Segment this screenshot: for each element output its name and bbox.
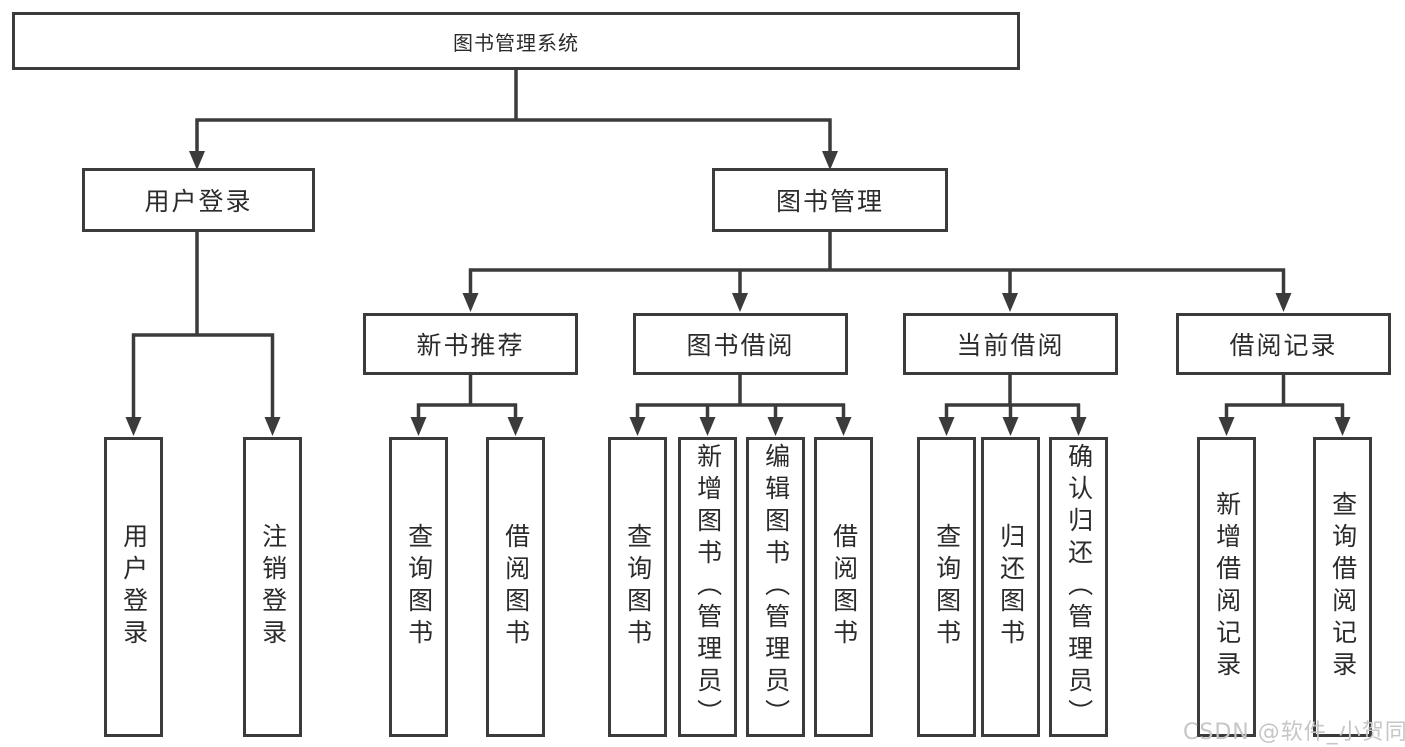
leaf-bb-add-books-admin: 新增图书（管理员） <box>678 437 737 737</box>
leaf-bb-query-books: 查询图书 <box>608 437 667 737</box>
leaf-label: 查询图书 <box>932 523 962 651</box>
leaf-logout: 注销登录 <box>243 437 302 737</box>
leaf-bb-edit-books-admin: 编辑图书（管理员） <box>746 437 805 737</box>
arrowheads <box>125 151 1351 436</box>
leaf-cb-query-books: 查询图书 <box>917 437 976 737</box>
node-root: 图书管理系统 <box>12 12 1020 70</box>
leaf-nbr-query-books: 查询图书 <box>389 437 448 737</box>
leaf-br-add-record: 新增借阅记录 <box>1197 437 1256 737</box>
node-book-borrow: 图书借阅 <box>633 313 848 375</box>
leaf-cb-return-books: 归还图书 <box>981 437 1040 737</box>
leaf-cb-confirm-return-admin: 确认归还（管理员） <box>1049 437 1108 737</box>
node-user-login: 用户登录 <box>82 168 315 232</box>
node-new-book-recommend: 新书推荐 <box>363 313 578 375</box>
leaf-label: 新增图书（管理员） <box>693 443 723 731</box>
leaf-label: 借阅图书 <box>829 523 859 651</box>
leaf-label: 编辑图书（管理员） <box>761 443 791 731</box>
leaf-label: 借阅图书 <box>501 523 531 651</box>
leaf-br-query-record: 查询借阅记录 <box>1313 437 1372 737</box>
leaf-bb-borrow-books: 借阅图书 <box>814 437 873 737</box>
leaf-nbr-borrow-books: 借阅图书 <box>486 437 545 737</box>
node-book-management: 图书管理 <box>712 168 948 232</box>
leaf-label: 查询借阅记录 <box>1328 491 1358 683</box>
leaf-label: 新增借阅记录 <box>1212 491 1242 683</box>
leaf-label: 用户登录 <box>119 523 149 651</box>
leaf-label: 查询图书 <box>404 523 434 651</box>
leaf-label: 确认归还（管理员） <box>1064 443 1094 731</box>
leaf-user-login: 用户登录 <box>104 437 163 737</box>
leaf-label: 注销登录 <box>258 523 288 651</box>
leaf-label: 查询图书 <box>623 523 653 651</box>
leaf-label: 归还图书 <box>996 523 1026 651</box>
watermark: CSDN @软件_小贺同学 <box>1183 720 1405 745</box>
node-borrow-records: 借阅记录 <box>1176 313 1391 375</box>
node-current-borrow: 当前借阅 <box>903 313 1118 375</box>
